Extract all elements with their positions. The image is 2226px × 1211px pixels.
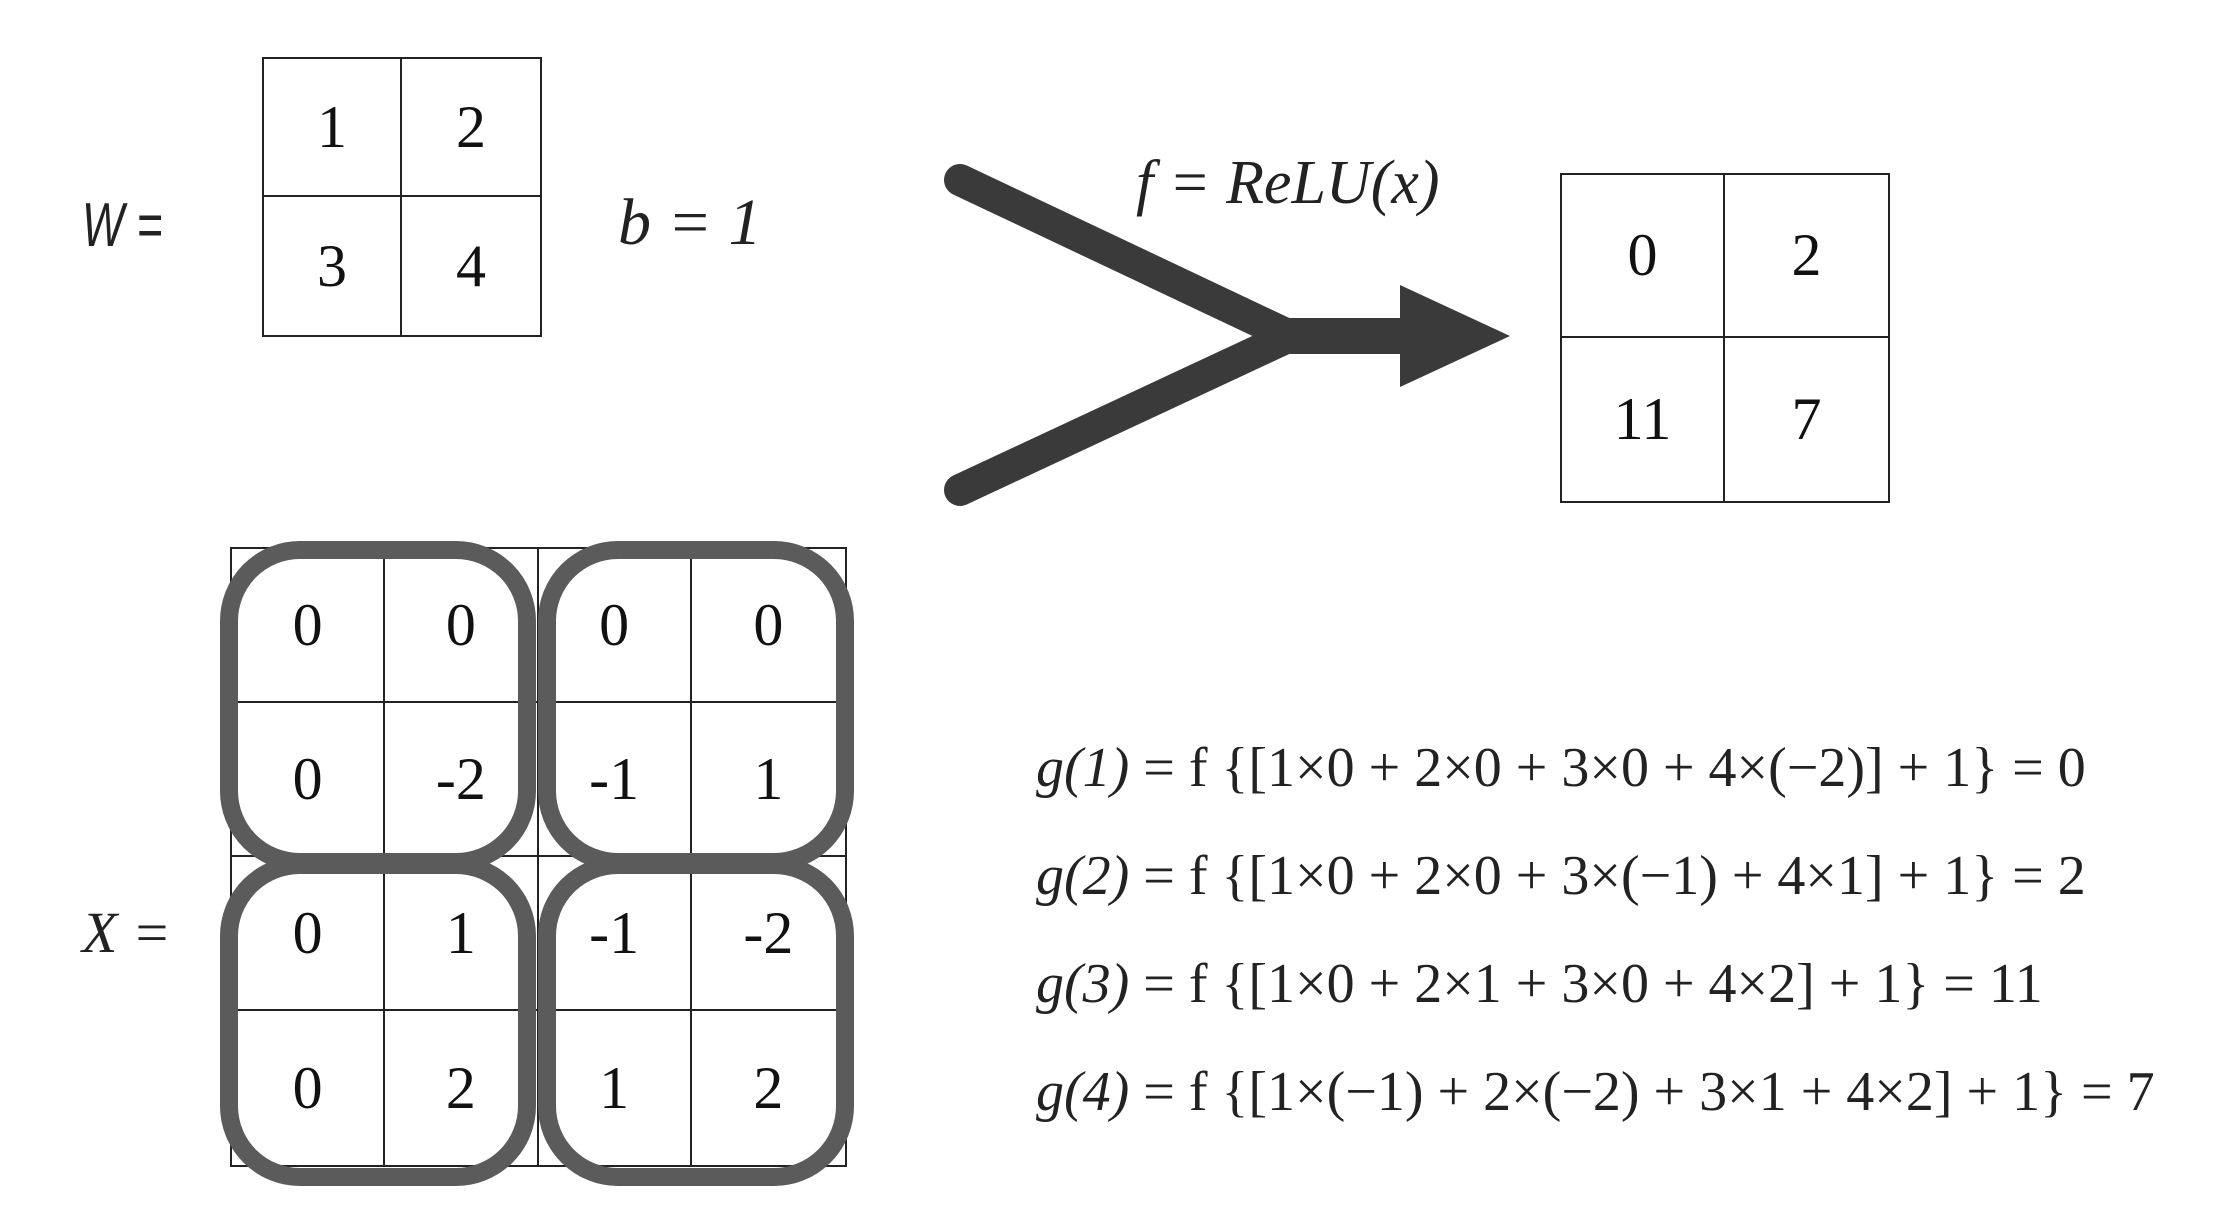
equation-body: = f {[1×(−1) + 2×(−2) + 3×1 + 4×2] + 1} … xyxy=(1143,1061,2155,1123)
bias-label: b = 1 xyxy=(618,186,762,259)
equations-block: g(1) = f {[1×0 + 2×0 + 3×0 + 4×(−2)] + 1… xyxy=(1036,740,2216,1172)
output-cell: 2 xyxy=(1725,175,1888,338)
weights-matrix: 1 2 3 4 xyxy=(262,57,542,337)
output-cell: 7 xyxy=(1791,386,1822,452)
equation-body: = f {[1×0 + 2×1 + 3×0 + 4×2] + 1} = 11 xyxy=(1143,953,2043,1015)
weights-cell: 4 xyxy=(456,232,486,299)
input-cell: -1 xyxy=(538,857,692,1011)
input-cell: 1 xyxy=(385,857,539,1011)
equation-line: g(1) = f {[1×0 + 2×0 + 3×0 + 4×(−2)] + 1… xyxy=(1036,740,2216,848)
input-cell: 1 xyxy=(539,1011,692,1165)
input-cell: -1 xyxy=(538,703,692,857)
input-matrix: 0 0 0 0 0 -2 -1 1 0 1 -1 -2 0 2 1 2 xyxy=(230,547,847,1167)
input-cell: 2 xyxy=(753,1054,784,1121)
input-cell: 0 xyxy=(232,703,386,857)
equation-line: g(3) = f {[1×0 + 2×1 + 3×0 + 4×2] + 1} =… xyxy=(1036,956,2216,1064)
activation-label: f = ReLU(x) xyxy=(1136,149,1440,217)
equation-body: = f {[1×0 + 2×0 + 3×0 + 4×(−2)] + 1} = 0 xyxy=(1143,737,2086,799)
input-cell: -2 xyxy=(691,857,845,1011)
equation-lhs: g(1) xyxy=(1036,737,1130,799)
input-cell: 0 xyxy=(538,549,692,703)
equation-line: g(4) = f {[1×(−1) + 2×(−2) + 3×1 + 4×2] … xyxy=(1036,1064,2216,1172)
input-cell: 0 xyxy=(232,857,386,1011)
output-cell: 0 xyxy=(1562,175,1725,338)
equation-body: = f {[1×0 + 2×0 + 3×(−1) + 4×1] + 1} = 2 xyxy=(1143,845,2086,907)
weights-cell: 3 xyxy=(264,197,402,335)
equation-lhs: g(3) xyxy=(1036,953,1130,1015)
output-matrix: 0 2 11 7 xyxy=(1560,173,1890,503)
equation-lhs: g(2) xyxy=(1036,845,1130,907)
activation-arrow xyxy=(944,164,1510,506)
equation-line: g(2) = f {[1×0 + 2×0 + 3×(−1) + 4×1] + 1… xyxy=(1036,848,2216,956)
weights-cell: 2 xyxy=(402,59,540,197)
input-label: X = xyxy=(82,900,172,965)
input-cell: 1 xyxy=(691,703,845,857)
input-cell: -2 xyxy=(385,703,539,857)
weights-cell: 1 xyxy=(264,59,402,197)
input-cell: 2 xyxy=(385,1011,539,1165)
input-cell: 0 xyxy=(385,549,539,703)
arrow-icon xyxy=(944,164,1510,506)
output-cell: 11 xyxy=(1562,338,1725,501)
input-cell: 0 xyxy=(691,549,845,703)
equation-lhs: g(4) xyxy=(1036,1061,1130,1123)
input-cell: 0 xyxy=(232,549,386,703)
input-cell: 0 xyxy=(232,1011,386,1165)
weights-label: W = xyxy=(82,191,163,260)
